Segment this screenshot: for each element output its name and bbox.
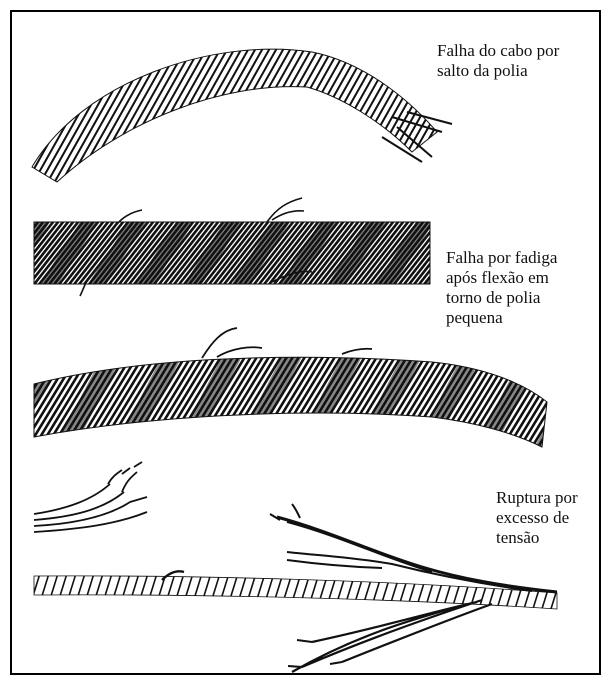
rope-wire-line bbox=[12, 342, 32, 457]
rope-wire-line bbox=[12, 217, 27, 287]
rope-wire-line bbox=[19, 567, 33, 612]
rope-wire-line bbox=[550, 342, 599, 457]
rope-wire-line bbox=[568, 567, 582, 612]
rope-wire-line bbox=[568, 342, 599, 457]
rope-wire-line bbox=[12, 342, 14, 457]
rope-wire-line bbox=[556, 342, 599, 457]
broken-strands-left bbox=[34, 462, 184, 580]
caption-sheave-jump: Falha do cabo por salto da polia bbox=[437, 41, 559, 81]
rope-wire-line bbox=[12, 342, 26, 457]
rope-wire-line bbox=[12, 217, 37, 287]
rope-wire-line bbox=[12, 567, 15, 612]
rope-wire-line bbox=[559, 567, 573, 612]
rope-wire-line bbox=[538, 342, 599, 457]
rope-illustrations bbox=[12, 12, 599, 673]
rope-wire-line bbox=[12, 217, 22, 287]
rope-wire-line bbox=[544, 342, 599, 457]
rope-wire-line bbox=[343, 32, 433, 192]
rope-wire-line bbox=[12, 217, 32, 287]
rope-wire-line bbox=[12, 217, 17, 287]
rope-fatigue-bent bbox=[12, 328, 599, 457]
caption-overload: Ruptura por excesso de tensão bbox=[496, 488, 578, 548]
rope-wire-line bbox=[562, 342, 599, 457]
rope-wire-line bbox=[12, 342, 20, 457]
caption-fatigue: Falha por fadiga após flexão em torno de… bbox=[446, 248, 557, 328]
rope-wire-line bbox=[12, 567, 24, 612]
figure-frame: Falha do cabo por salto da polia Falha p… bbox=[10, 10, 601, 675]
rope-fatigue-straight bbox=[12, 198, 502, 296]
